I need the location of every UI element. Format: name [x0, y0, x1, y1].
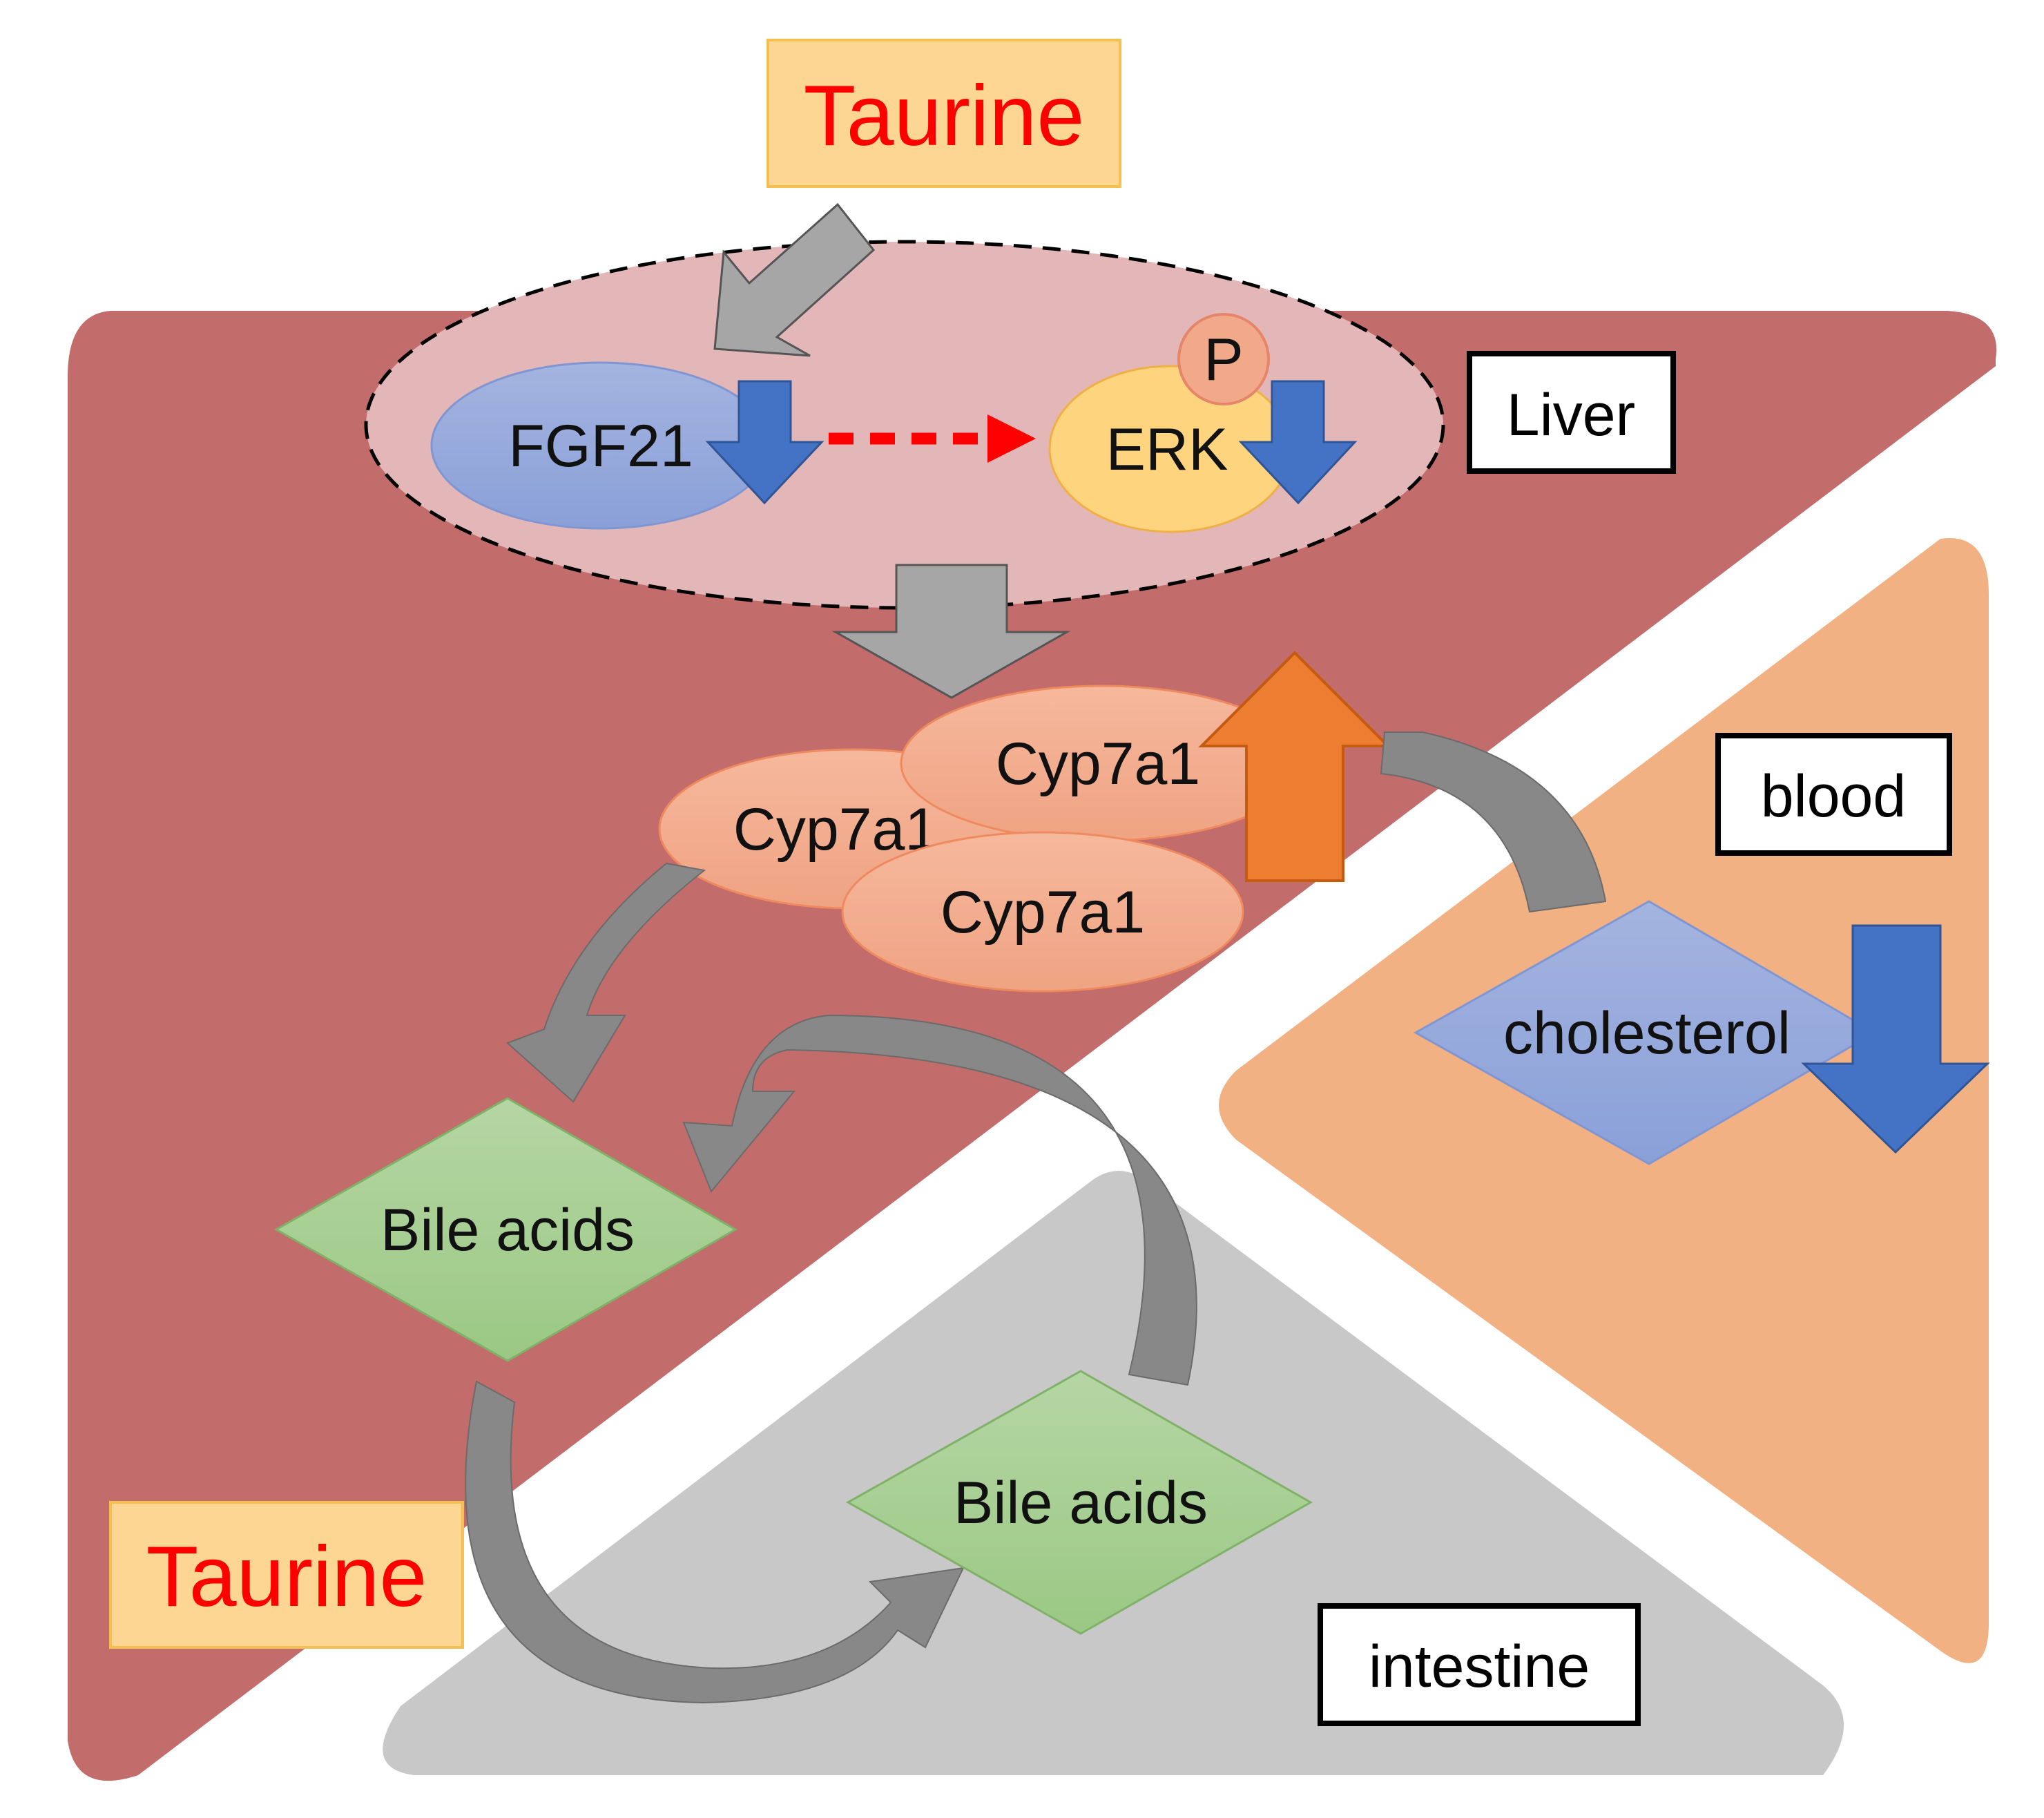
signaling-to-cyp7a1-arrow [831, 564, 1071, 699]
blood-label: blood [1761, 763, 1906, 830]
liver-label: Liver [1507, 382, 1635, 448]
cyp7a1-up-arrow-icon [1198, 651, 1391, 882]
cyp7a1-bottom-label: Cyp7a1 [941, 879, 1145, 946]
bile-acids-intestine-node: Bile acids [845, 1370, 1313, 1635]
blood-label-box: blood [1715, 733, 1952, 856]
bile-acids-intestine-label: Bile acids [954, 1470, 1208, 1536]
cholesterol-label: cholesterol [1503, 1000, 1791, 1066]
erk-label: ERK [1106, 417, 1228, 483]
taurine-to-liver-arrow [713, 202, 876, 357]
cyp7a1-left-label: Cyp7a1 [733, 796, 938, 863]
fgf21-down-arrow-icon [705, 380, 825, 505]
liver-region [68, 311, 1997, 1781]
fgf21-to-erk-arrow [829, 414, 1036, 463]
fgf21-label: FGF21 [508, 413, 693, 479]
taurine-top-label: Taurine [804, 68, 1085, 164]
taurine-top-box: Taurine [767, 39, 1121, 188]
erk-down-arrow-icon [1238, 380, 1358, 505]
intestine-label-box: intestine [1318, 1603, 1641, 1726]
phospho-label: P [1204, 327, 1243, 393]
cholesterol-node: cholesterol [1413, 900, 1877, 1165]
intestine-label: intestine [1369, 1634, 1590, 1700]
cyp7a1-to-bile-acids-arrow [506, 862, 706, 1103]
erk-node: ERK [1048, 365, 1293, 533]
liver-label-box: Liver [1467, 351, 1676, 474]
bile-acids-liver-node: Bile acids [273, 1097, 738, 1362]
bile-acids-liver-label: Bile acids [380, 1197, 635, 1263]
cholesterol-down-arrow-icon [1801, 924, 1990, 1154]
cyp7a1-top-label: Cyp7a1 [996, 731, 1200, 797]
phosphorylation-badge: P [1177, 313, 1270, 405]
cyp7a1-bottom-node: Cyp7a1 [841, 831, 1244, 993]
fgf21-node: FGF21 [430, 361, 771, 530]
taurine-bottom-box: Taurine [109, 1501, 464, 1649]
cyp7a1-top-node: Cyp7a1 [900, 685, 1303, 842]
taurine-bottom-label: Taurine [146, 1529, 427, 1625]
cholesterol-to-cyp7a1-arrow [1380, 731, 1607, 913]
intestine-to-liver-return-arrow [682, 1014, 1197, 1386]
liver-to-intestine-arrow [465, 1380, 965, 1704]
